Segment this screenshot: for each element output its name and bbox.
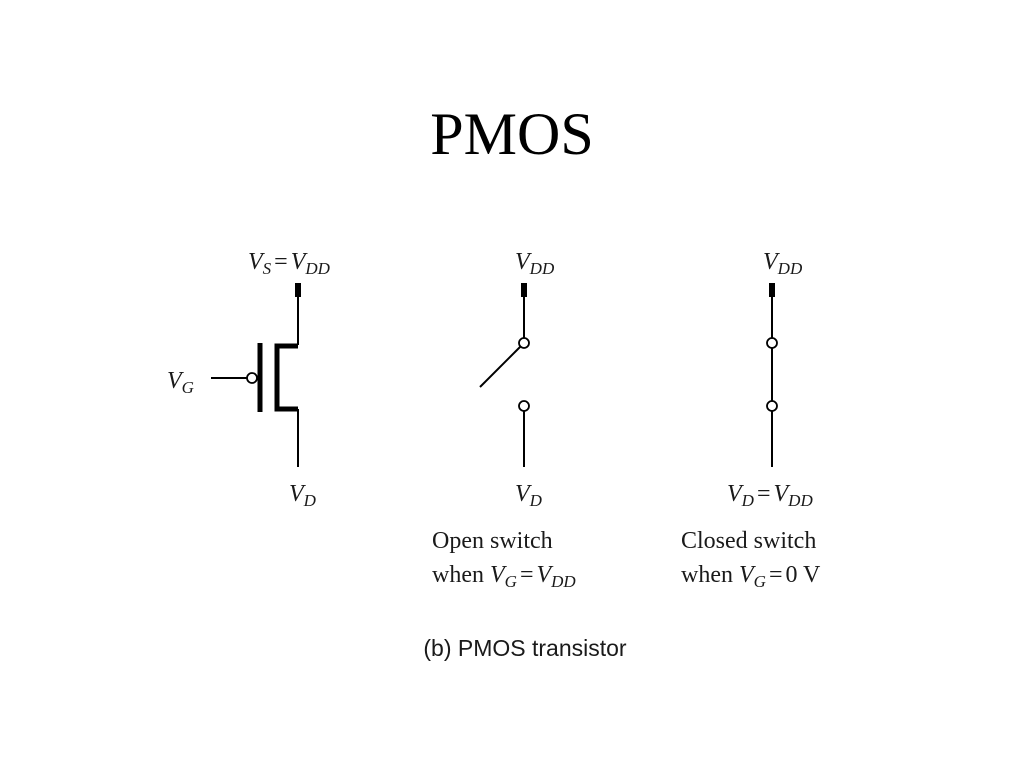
open-switch-blade <box>479 346 521 388</box>
open-switch-caption-line1: Open switch <box>432 528 553 554</box>
open-switch-top-label: VDD <box>515 249 555 278</box>
channel-bracket <box>274 343 298 412</box>
closed-switch-bottom-label: VD=VDD <box>727 481 813 510</box>
closed-switch-caption-line2: when VG=0 V <box>681 562 821 591</box>
gate-bubble <box>246 372 258 384</box>
slide-title: PMOS <box>430 101 594 167</box>
gate-label: VG <box>167 368 194 397</box>
source-label: VS=VDD <box>248 249 330 278</box>
source-terminal <box>295 283 301 297</box>
figure-caption: (b) PMOS transistor <box>423 635 627 661</box>
open-switch-caption: Open switch when VG=VDD <box>432 524 576 592</box>
drain-label: VD <box>289 481 316 510</box>
closed-switch-symbol <box>766 283 778 467</box>
closed-switch-top-label: VDD <box>763 249 803 278</box>
closed-switch-bottom-contact <box>766 400 778 412</box>
closed-switch-caption: Closed switch when VG=0 V <box>681 524 820 592</box>
open-switch-caption-line2: when VG=VDD <box>432 562 576 591</box>
open-switch-bottom-contact <box>518 400 530 412</box>
open-switch-symbol <box>479 283 530 467</box>
pmos-transistor-symbol <box>211 283 301 467</box>
closed-switch-top-contact <box>766 337 778 349</box>
open-switch-top-contact <box>518 337 530 349</box>
open-switch-bottom-label: VD <box>515 481 542 510</box>
closed-switch-caption-line1: Closed switch <box>681 528 817 554</box>
